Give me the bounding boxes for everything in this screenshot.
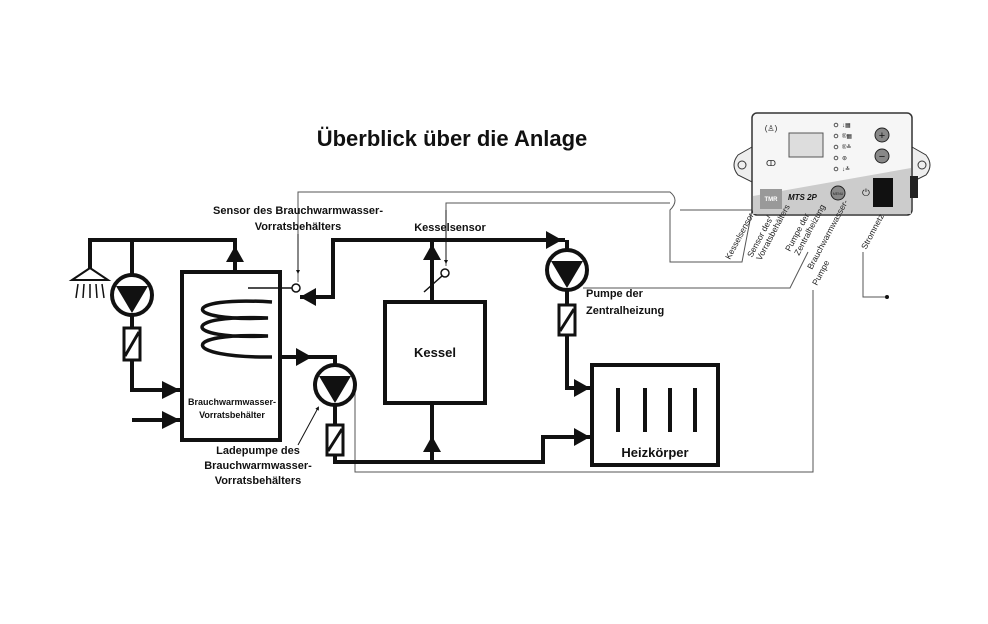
svg-text:ↀ: ↀ bbox=[766, 159, 776, 168]
charge-pump-label: Ladepumpe des bbox=[216, 445, 300, 457]
power-icon: ⏻ bbox=[862, 188, 870, 199]
boiler-sensor-label: Kesselsensor bbox=[414, 222, 486, 234]
svg-text:⊛: ⊛ bbox=[842, 156, 847, 162]
controller-device: ↓▦ ®▦ ®≛ ⊛ ↓≛ + − (♙) ↀ TMR MTS 2P MENU ⏻ bbox=[733, 112, 931, 216]
svg-text:+: + bbox=[879, 130, 885, 142]
minus-button[interactable] bbox=[874, 148, 890, 164]
svg-text:Zentralheizung: Zentralheizung bbox=[586, 305, 664, 317]
svg-text:®≛: ®≛ bbox=[842, 143, 851, 151]
brand-logo bbox=[760, 189, 782, 209]
power-switch[interactable] bbox=[873, 178, 893, 207]
svg-text:®▦: ®▦ bbox=[842, 133, 852, 140]
svg-text:Vorratsbehälters: Vorratsbehälters bbox=[215, 475, 302, 487]
heating-pump-label: Pumpe der bbox=[586, 288, 644, 300]
check-valves bbox=[122, 303, 577, 457]
dhw-circulation-pump bbox=[110, 273, 154, 317]
svg-text:MENU: MENU bbox=[833, 192, 844, 196]
svg-text:Vorratsbehälters: Vorratsbehälters bbox=[255, 221, 342, 233]
svg-text:TMR: TMR bbox=[765, 197, 779, 203]
heating-pump bbox=[545, 248, 589, 292]
flow-arrows bbox=[162, 231, 590, 452]
svg-text:(♙): (♙) bbox=[765, 124, 778, 133]
svg-text:Heizkörper: Heizkörper bbox=[621, 445, 688, 460]
svg-text:MTS 2P: MTS 2P bbox=[788, 193, 818, 202]
svg-text:Stromnetz: Stromnetz bbox=[859, 212, 886, 251]
svg-text:Vorratsbehälter: Vorratsbehälter bbox=[199, 410, 265, 420]
charge-pump bbox=[313, 363, 357, 407]
hot-water-tank: Brauchwarmwasser- Vorratsbehälter bbox=[180, 270, 301, 442]
plus-button[interactable] bbox=[874, 127, 890, 143]
svg-text:Brauchwarmwasser-: Brauchwarmwasser- bbox=[204, 460, 312, 472]
shower-icon bbox=[68, 266, 112, 299]
radiator: Heizkörper bbox=[590, 363, 720, 467]
svg-text:↓≛: ↓≛ bbox=[842, 165, 850, 173]
svg-text:Brauchwarmwasser-: Brauchwarmwasser- bbox=[188, 397, 276, 407]
diagram-title: Überblick über die Anlage bbox=[317, 126, 588, 151]
tank-sensor-label: Sensor des Brauchwarmwasser- bbox=[213, 205, 383, 217]
svg-text:−: − bbox=[879, 151, 885, 163]
svg-text:Kessel: Kessel bbox=[414, 345, 456, 360]
boiler: Kessel bbox=[383, 268, 487, 405]
menu-button[interactable] bbox=[830, 185, 846, 201]
svg-text:↓▦: ↓▦ bbox=[842, 123, 851, 129]
